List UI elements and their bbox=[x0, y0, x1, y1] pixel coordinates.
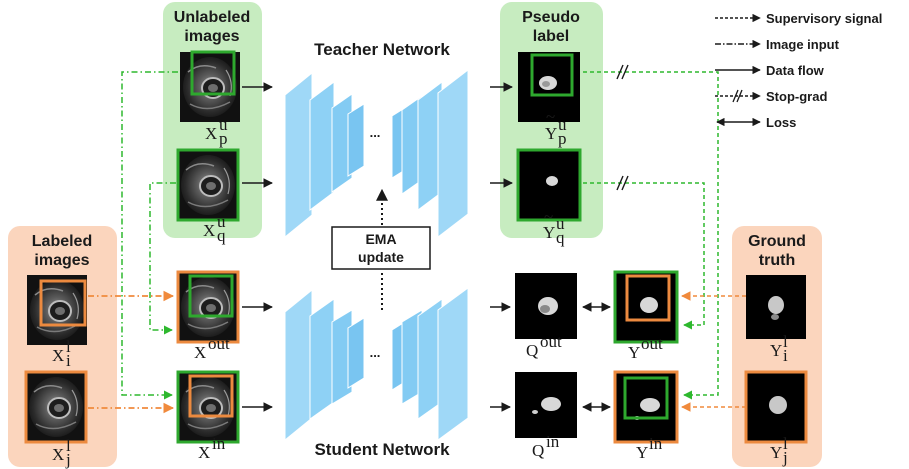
unlabeled-title-line1: Unlabeled bbox=[174, 9, 250, 26]
svg-text:l: l bbox=[66, 337, 71, 356]
pseudo-title-line2: label bbox=[533, 28, 569, 45]
teacher-network-encoder bbox=[284, 71, 365, 239]
pseudo-title-line1: Pseudo bbox=[522, 9, 580, 26]
svg-text:in: in bbox=[546, 432, 560, 451]
svg-text:Y: Y bbox=[770, 443, 782, 462]
svg-text:X: X bbox=[205, 124, 217, 143]
legend-stop-grad-text: Stop-grad bbox=[766, 89, 827, 104]
green-input-xp-to-xin bbox=[121, 71, 178, 400]
legend: Supervisory signal Image input Data flow… bbox=[715, 11, 882, 130]
mask-yi-ground-truth bbox=[746, 275, 806, 339]
teacher-network-title: Teacher Network bbox=[314, 40, 450, 59]
svg-text:out: out bbox=[208, 334, 230, 353]
svg-text:~: ~ bbox=[544, 207, 553, 226]
svg-text:q: q bbox=[217, 226, 226, 245]
svg-text:u: u bbox=[217, 212, 226, 231]
mask-yq-pseudo bbox=[516, 148, 582, 222]
legend-loss-text: Loss bbox=[766, 115, 796, 130]
svg-text:out: out bbox=[641, 334, 663, 353]
green-supervisory-yq bbox=[583, 182, 705, 330]
svg-text:l: l bbox=[783, 332, 788, 351]
label-xj: X l j bbox=[52, 436, 71, 469]
image-xq bbox=[176, 148, 240, 222]
ground-title-line1: Ground bbox=[748, 233, 806, 250]
svg-text:p: p bbox=[219, 129, 228, 148]
svg-text:Y: Y bbox=[543, 223, 555, 242]
mask-qin bbox=[515, 372, 577, 438]
svg-text:X: X bbox=[198, 443, 210, 462]
label-yq: ~ Y u q bbox=[543, 207, 565, 247]
label-yi: Y l i bbox=[770, 332, 788, 365]
svg-text:q: q bbox=[556, 228, 565, 247]
svg-text:out: out bbox=[540, 332, 562, 351]
label-xi: X l i bbox=[52, 337, 71, 370]
mask-yout bbox=[613, 270, 679, 344]
student-network-title: Student Network bbox=[314, 440, 450, 459]
student-network-decoder bbox=[391, 287, 469, 441]
ema-label-line1: EMA bbox=[365, 231, 396, 247]
svg-text:X: X bbox=[52, 346, 64, 365]
label-yout: Y out bbox=[628, 334, 663, 362]
unlabeled-title-line2: images bbox=[184, 28, 239, 45]
stop-grad-mark-yp bbox=[616, 64, 629, 80]
svg-text:Q: Q bbox=[526, 341, 538, 360]
svg-text:i: i bbox=[783, 346, 788, 365]
legend-data-flow-text: Data flow bbox=[766, 63, 825, 78]
teacher-ellipsis: ... bbox=[370, 125, 381, 140]
mask-yp-pseudo bbox=[518, 52, 580, 122]
green-input-xq-to-xout bbox=[149, 182, 176, 335]
student-network-encoder bbox=[284, 288, 365, 442]
svg-text:Y: Y bbox=[628, 343, 640, 362]
image-xp bbox=[179, 50, 241, 123]
labeled-title-line1: Labeled bbox=[32, 233, 92, 250]
svg-text:j: j bbox=[782, 448, 788, 467]
mask-yj-ground-truth bbox=[744, 370, 808, 444]
label-xout: X out bbox=[194, 334, 230, 362]
image-xi bbox=[26, 274, 88, 346]
svg-text:~: ~ bbox=[546, 107, 555, 126]
labeled-title-line2: images bbox=[34, 252, 89, 269]
svg-text:Y: Y bbox=[545, 124, 557, 143]
label-xq: X u q bbox=[203, 212, 226, 245]
svg-text:u: u bbox=[219, 115, 228, 134]
svg-text:Y: Y bbox=[636, 443, 648, 462]
svg-text:u: u bbox=[556, 214, 565, 233]
svg-text:i: i bbox=[66, 351, 71, 370]
mask-qout bbox=[515, 273, 577, 339]
image-xin bbox=[176, 370, 240, 444]
label-xin: X in bbox=[198, 434, 226, 462]
teacher-network-decoder bbox=[391, 68, 469, 239]
svg-text:p: p bbox=[558, 129, 567, 148]
svg-text:in: in bbox=[212, 434, 226, 453]
label-yin: Y in bbox=[636, 434, 663, 462]
image-xj bbox=[24, 370, 88, 444]
student-ellipsis: ... bbox=[370, 345, 381, 360]
legend-image-input-text: Image input bbox=[766, 37, 840, 52]
svg-text:Y: Y bbox=[770, 341, 782, 360]
mask-yin bbox=[613, 370, 679, 444]
svg-text:in: in bbox=[649, 434, 663, 453]
label-yp: ~ Y u p bbox=[545, 107, 567, 148]
legend-supervisory-text: Supervisory signal bbox=[766, 11, 882, 26]
svg-text:X: X bbox=[194, 343, 206, 362]
ema-update-box bbox=[331, 226, 431, 270]
svg-text:u: u bbox=[558, 115, 567, 134]
label-yj: Y l j bbox=[770, 434, 788, 467]
svg-text:X: X bbox=[203, 221, 215, 240]
label-qin: Q in bbox=[532, 432, 560, 460]
label-xp: X u p bbox=[205, 115, 228, 148]
svg-text:j: j bbox=[65, 450, 71, 469]
svg-text:Q: Q bbox=[532, 441, 544, 460]
ground-title-line2: truth bbox=[759, 252, 795, 269]
svg-text:l: l bbox=[783, 434, 788, 453]
label-qout: Q out bbox=[526, 332, 562, 360]
svg-text:X: X bbox=[52, 445, 64, 464]
green-supervisory-yp bbox=[583, 71, 719, 400]
svg-text:l: l bbox=[66, 436, 71, 455]
stop-grad-mark-yq bbox=[616, 175, 629, 191]
ema-label-line2: update bbox=[358, 249, 404, 265]
image-xout bbox=[176, 270, 240, 344]
